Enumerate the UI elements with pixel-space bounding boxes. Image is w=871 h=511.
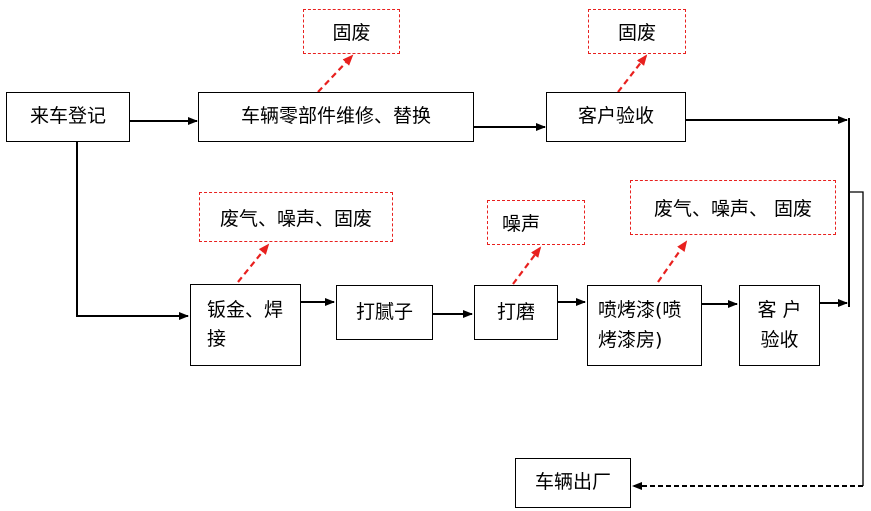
step-repair: 车辆零部件维修、替换 [198, 92, 474, 142]
emission-arrow-painting [657, 240, 688, 283]
emission-arrow-accept-top [617, 54, 648, 93]
step-exit: 车辆出厂 [515, 458, 631, 508]
step-sheet-metal-label: 钣金、焊 接 [207, 298, 284, 350]
emission-sheet-metal: 废气、噪声、固废 [199, 192, 393, 242]
emission-repair: 固废 [303, 9, 400, 54]
emission-arrow-sanding [512, 246, 542, 285]
emission-sanding: 噪声 [487, 200, 585, 245]
emission-accept-top-label: 固废 [617, 22, 656, 44]
step-painting: 喷烤漆(喷 烤漆房) [587, 285, 702, 366]
emission-arrow-repair [317, 54, 354, 93]
exit-path [849, 191, 864, 486]
step-painting-label: 喷烤漆(喷 烤漆房) [598, 299, 682, 351]
step-accept-bottom: 客 户 验收 [739, 285, 820, 366]
step-register: 来车登记 [6, 92, 130, 142]
step-sanding: 打磨 [474, 285, 558, 340]
emission-repair-label: 固废 [332, 22, 371, 44]
emission-painting-label: 废气、噪声、 固废 [653, 198, 813, 220]
emission-sheet-metal-label: 废气、噪声、固废 [219, 207, 372, 230]
step-putty-label: 打腻子 [355, 300, 413, 323]
step-sanding-label: 打磨 [496, 300, 535, 323]
step-accept-bottom-label: 客 户 验收 [757, 299, 802, 351]
arrow-register-to-sheet-metal [76, 142, 189, 320]
step-accept-top-label: 客户验收 [577, 105, 654, 128]
emission-sanding-label: 噪声 [502, 213, 541, 235]
step-sheet-metal: 钣金、焊 接 [190, 284, 301, 366]
emission-accept-top: 固废 [588, 9, 686, 54]
step-accept-top: 客户验收 [546, 92, 686, 142]
emission-painting: 废气、噪声、 固废 [630, 180, 836, 235]
step-putty: 打腻子 [336, 285, 433, 340]
emission-arrow-sheet-metal [237, 243, 270, 283]
step-register-label: 来车登记 [29, 105, 106, 128]
step-repair-label: 车辆零部件维修、替换 [240, 105, 431, 128]
step-exit-label: 车辆出厂 [534, 471, 611, 494]
